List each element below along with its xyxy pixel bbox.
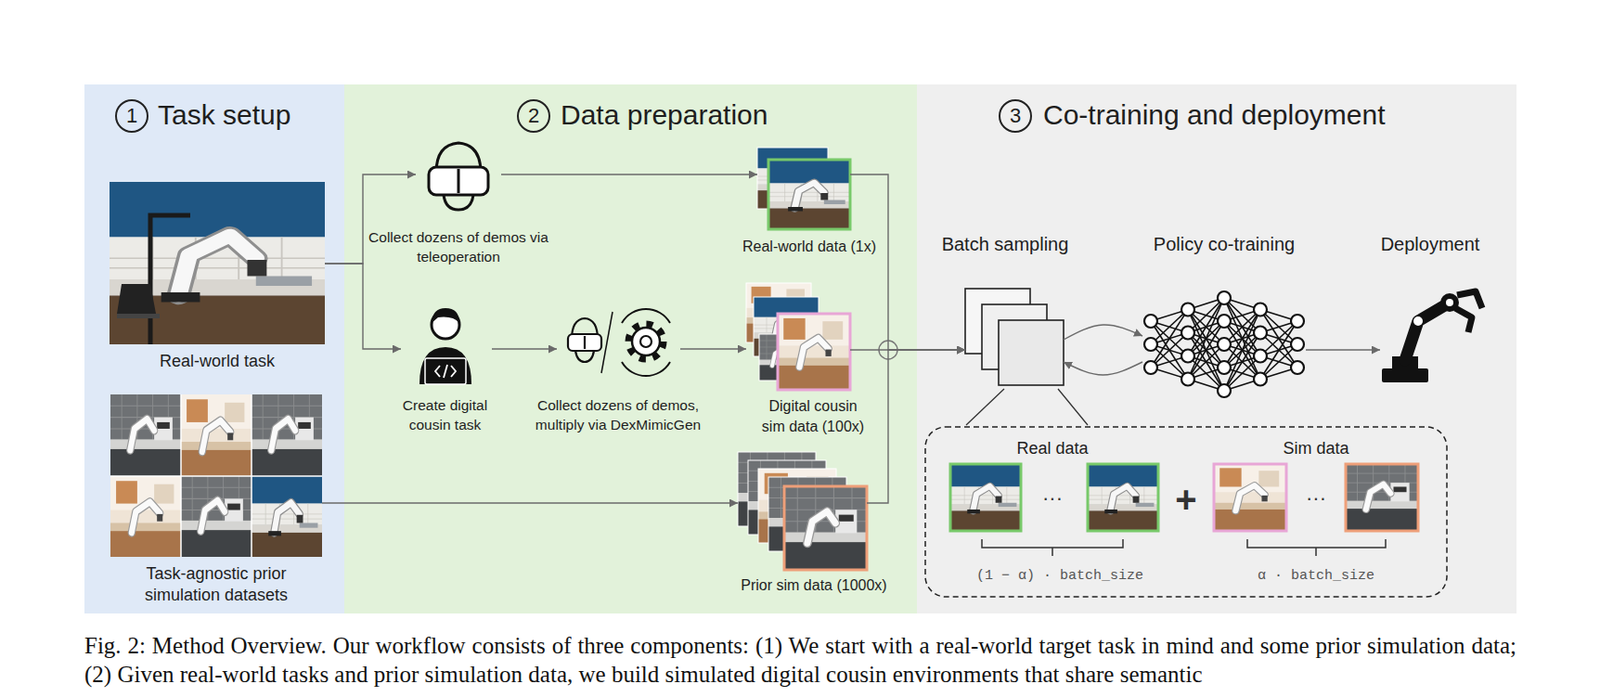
figure-caption: Fig. 2: Method Overview. Our workflow co… xyxy=(84,631,1517,689)
step-number: 3 xyxy=(998,99,1033,133)
ellipsis-mark: ··· xyxy=(1278,485,1354,512)
icon-node: Collect dozens of demos, multiply via De… xyxy=(556,306,681,388)
stage-panel: 2 Data preparationCollect dozens of demos… xyxy=(344,84,917,614)
icon-node: Deployment xyxy=(1380,296,1483,383)
node-label: Policy co-training xyxy=(1122,232,1327,257)
batch-formula: (1 − α) · batch_size xyxy=(939,567,1181,585)
icon-node: Create digital cousin task xyxy=(400,298,492,388)
node-label: Sim data xyxy=(1251,438,1381,460)
icon-node: Collect dozens of demos via teleoperatio… xyxy=(415,139,502,212)
panel-heading: Task setup xyxy=(157,97,335,133)
icon-node: Policy co-training xyxy=(1142,283,1306,406)
node-label: Real data xyxy=(987,438,1118,460)
icon-node: Batch sampling xyxy=(965,288,1064,386)
dataset-node: Digital cousin sim data (100x) xyxy=(746,283,851,390)
node-label: Batch sampling xyxy=(921,232,1089,257)
node-label: Task-agnostic prior simulation datasets xyxy=(123,563,310,607)
dataset-node: Prior sim data (1000x) xyxy=(737,451,867,570)
step-number: 2 xyxy=(516,99,551,133)
node-label: Collect dozens of demos via teleoperatio… xyxy=(361,227,556,267)
ellipsis-mark: ··· xyxy=(1015,485,1090,512)
dataset-node: Real-world data (1x) xyxy=(757,147,851,230)
node-label: Collect dozens of demos, multiply via De… xyxy=(517,395,719,435)
plus-sign: + xyxy=(1167,476,1205,523)
node-label: Deployment xyxy=(1355,232,1505,257)
stage-panel: 1Task setupReal-world taskTask-agnostic … xyxy=(84,84,345,614)
node-label: Prior sim data (1000x) xyxy=(721,576,907,595)
node-label: Real-world task xyxy=(105,350,329,373)
step-number: 1 xyxy=(115,99,149,133)
node-label: Create digital cousin task xyxy=(382,395,508,435)
image-node: Task-agnostic prior simulation datasets xyxy=(110,394,323,557)
panel-heading: Data preparation xyxy=(560,97,858,133)
batch-formula: α · batch_size xyxy=(1195,567,1437,585)
panel-heading: Co-training and deployment xyxy=(1043,97,1433,133)
image-node: Real-world task xyxy=(109,181,325,345)
stage-panel: 3 Co-training and deploymentBatch samplin… xyxy=(916,84,1517,614)
node-label: Digital cousin sim data (100x) xyxy=(756,396,870,438)
node-label: Real-world data (1x) xyxy=(725,237,893,257)
